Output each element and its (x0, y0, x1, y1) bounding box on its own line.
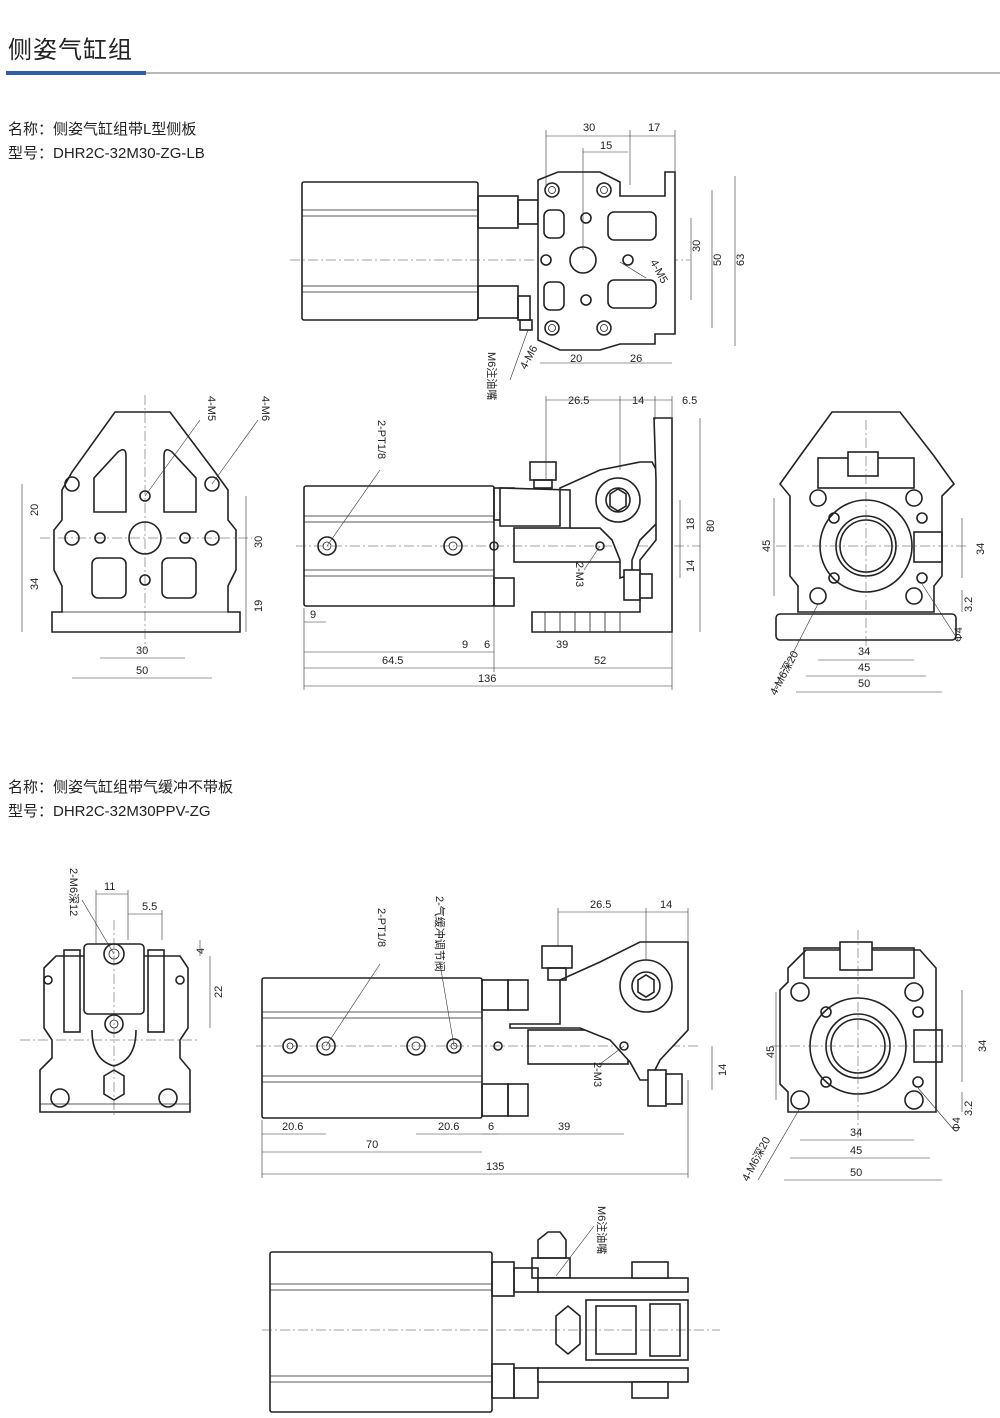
p1-plate-dim-50: 50 (136, 665, 148, 677)
p1-top-dim-30v: 30 (691, 240, 703, 252)
p1-side-dim-14v: 14 (685, 560, 697, 572)
p1-side-dim-6: 6 (484, 639, 490, 651)
p1-side-callout-pt: 2-PT1/8 (375, 420, 387, 459)
p2-end-dim-50: 50 (850, 1167, 862, 1179)
p1-side-dim-14: 14 (632, 395, 644, 407)
p2-end-dim-34h: 34 (850, 1127, 862, 1139)
p2-side-callout-pt: 2-PT1/8 (375, 908, 387, 947)
p1-side-dim-52: 52 (594, 655, 606, 667)
p2-end-dim-45h: 45 (850, 1145, 862, 1157)
p1-end-view: 45 34 3.2 34 45 50 Φ4 4-M6深20 (761, 411, 987, 698)
p1-plate-dim-30v: 30 (253, 536, 265, 548)
p1-plate-dim-30h: 30 (136, 645, 148, 657)
p1-top-callout-oil: M6注油嘴 (485, 352, 499, 400)
p1-top-dim-63: 63 (735, 254, 747, 266)
p2-side-dim-6: 6 (488, 1121, 494, 1133)
p1-side-dim-6-5: 6.5 (682, 395, 697, 407)
p1-side-dim-26-5: 26.5 (568, 395, 589, 407)
p2-side-callout-valve: 2-气缓冲调节阀 (433, 896, 447, 972)
p1-end-dim-3-2: 3.2 (963, 597, 975, 612)
p2-end-dim-45v: 45 (765, 1046, 777, 1058)
p2-end-dim-3-2: 3.2 (963, 1101, 975, 1116)
product1-info: 名称：侧姿气缸组带L型侧板 型号：DHR2C-32M30-ZG-LB (8, 118, 205, 166)
p2-end-dim-34v: 34 (977, 1040, 989, 1052)
p1-top-dim-17: 17 (648, 122, 660, 134)
p1-end-dim-34v: 34 (975, 543, 987, 555)
p2-side-dim-14v: 14 (717, 1064, 729, 1076)
p1-side-dim-64-5: 64.5 (382, 655, 403, 667)
p2-end-view: 45 34 3.2 34 45 50 Φ4 4-M6深20 (739, 930, 989, 1183)
p1-plate-dim-34: 34 (29, 578, 41, 590)
p1-top-dim-15: 15 (600, 140, 612, 152)
p1-top-dim-30: 30 (583, 122, 595, 134)
p1-side-dim-18: 18 (685, 518, 697, 530)
p2-front-dim-22: 22 (213, 986, 225, 998)
p2-front-view: 11 5.5 4 22 2-M6深12 (20, 868, 225, 1116)
p1-side-dim-136: 136 (478, 673, 496, 685)
p1-side-view: 26.5 14 6.5 18 80 14 9 9 6 39 64.5 52 13… (296, 395, 717, 690)
p1-side-dim-39: 39 (556, 639, 568, 651)
p1-end-dim-50: 50 (858, 678, 870, 690)
p1-top-dim-26: 26 (630, 353, 642, 365)
p1-plate-callout-m5: 4-M5 (205, 396, 217, 421)
p2-end-callout-m6: 4-M6深20 (739, 1135, 773, 1184)
p1-top-view: 30 17 15 30 50 63 20 26 4-M5 4-M6 M6注油嘴 (290, 122, 747, 400)
p2-top-callout-oil: M6注油嘴 (595, 1206, 609, 1254)
p2-front-callout-m6: 2-M6深12 (67, 868, 80, 916)
title-divider-rule (146, 72, 1000, 74)
p1-top-dim-50: 50 (712, 254, 724, 266)
p1-plate-callout-m6: 4-M6 (259, 396, 271, 421)
p2-side-callout-m3: 2-M3 (591, 1062, 603, 1087)
p1-plate-dim-19: 19 (253, 600, 265, 612)
p2-side-dim-70: 70 (366, 1139, 378, 1151)
product2-name: 名称：侧姿气缸组带气缓冲不带板 (8, 779, 234, 796)
p2-side-dim-20-6b: 20.6 (438, 1121, 459, 1133)
product1-model: 型号：DHR2C-32M30-ZG-LB (8, 145, 205, 162)
p2-side-dim-26-5: 26.5 (590, 899, 611, 911)
p1-end-callout-m6: 4-M6深20 (767, 649, 801, 698)
p2-top-view: M6注油嘴 (262, 1206, 720, 1413)
p1-end-callout-phi4: Φ4 (953, 627, 965, 642)
p2-side-view: 26.5 14 14 20.6 20.6 6 39 70 135 2-PT1/8… (256, 896, 729, 1178)
p1-end-dim-45h: 45 (858, 662, 870, 674)
p1-plate-view: 20 34 30 19 30 50 4-M5 4-M6 (21, 395, 271, 679)
p1-end-dim-34h: 34 (858, 646, 870, 658)
p1-side-dim-9a: 9 (310, 609, 316, 621)
p2-side-dim-135: 135 (486, 1161, 504, 1173)
p1-side-callout-m3: 2-M3 (573, 562, 585, 587)
p2-side-dim-14: 14 (660, 899, 672, 911)
product1-name: 名称：侧姿气缸组带L型侧板 (8, 121, 197, 138)
p1-side-dim-80: 80 (705, 520, 717, 532)
p2-front-dim-11: 11 (104, 881, 115, 893)
p1-side-dim-9b: 9 (462, 639, 468, 651)
p2-front-dim-4: 4 (195, 948, 207, 954)
p1-plate-dim-20: 20 (29, 504, 41, 516)
product2-model: 型号：DHR2C-32M30PPV-ZG (8, 803, 211, 820)
p2-end-callout-phi4: Φ4 (951, 1117, 963, 1132)
p2-side-dim-39: 39 (558, 1121, 570, 1133)
title-accent-rule (6, 71, 146, 75)
product2-info: 名称：侧姿气缸组带气缓冲不带板 型号：DHR2C-32M30PPV-ZG (8, 776, 233, 824)
p2-front-dim-5-5: 5.5 (142, 901, 157, 913)
p1-end-dim-45v: 45 (761, 540, 773, 552)
page-title: 侧姿气缸组 (8, 37, 133, 64)
p1-top-dim-20: 20 (570, 353, 582, 365)
p2-side-dim-20-6a: 20.6 (282, 1121, 303, 1133)
